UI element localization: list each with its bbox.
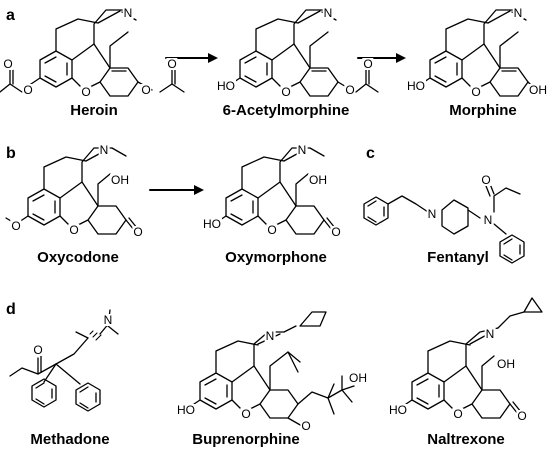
molecule-name-oxycodone: Oxycodone	[37, 249, 119, 266]
atom-label-ho: HO	[202, 217, 222, 231]
atom-label-o: O	[452, 407, 464, 421]
buprenorphine-structure	[193, 311, 355, 427]
atom-label-oh: OH	[110, 173, 130, 187]
atom-label-n: N	[322, 6, 334, 20]
panel-label-d: d	[6, 301, 16, 318]
atom-label-n: N	[98, 143, 110, 157]
atom-label-o: O	[132, 225, 144, 239]
atom-label-o: O	[2, 57, 14, 71]
atom-label-o: O	[480, 173, 492, 187]
atom-label-o: O	[166, 57, 178, 71]
atom-label-o: O	[68, 223, 80, 237]
oxymorphone-structure	[219, 147, 336, 235]
atom-label-n: N	[484, 327, 496, 341]
morphine-structure	[423, 9, 535, 97]
molecule-name-heroin: Heroin	[70, 102, 118, 119]
atom-label-o: O	[10, 219, 22, 233]
atom-label-o: O	[140, 83, 152, 97]
atom-label-o: O	[516, 409, 528, 423]
atom-label-o: O	[280, 85, 292, 99]
atom-label-o: O	[300, 419, 312, 433]
atom-label-oh: OH	[308, 173, 328, 187]
atom-label-o: O	[362, 57, 374, 71]
atom-label-o: O	[22, 83, 34, 97]
atom-label-o: O	[344, 83, 356, 97]
atom-label-o: O	[80, 85, 92, 99]
atom-label-o: O	[470, 85, 482, 99]
atom-label-n: N	[102, 313, 114, 327]
acetylmorphine-structure	[233, 9, 379, 97]
atom-label-o: O	[266, 223, 278, 237]
atom-label-ho: HO	[388, 403, 408, 417]
atom-label-ho: HO	[406, 79, 426, 93]
atom-label-n: N	[296, 143, 308, 157]
molecule-name-buprenorphine: Buprenorphine	[192, 431, 300, 448]
molecule-name-naltrexone: Naltrexone	[427, 431, 505, 448]
atom-label-ho: HO	[176, 403, 196, 417]
oxycodone-structure	[5, 147, 138, 235]
atom-label-n: N	[122, 6, 134, 20]
reaction-arrow-3	[149, 185, 204, 195]
molecule-name-methadone: Methadone	[30, 431, 110, 448]
atom-label-oh: OH	[348, 371, 368, 385]
naltrexone-structure	[405, 297, 543, 419]
atom-label-oh: OH	[496, 357, 516, 371]
fentanyl-structure	[363, 183, 525, 264]
panel-label-c: c	[366, 145, 375, 162]
atom-label-o: O	[32, 343, 44, 357]
molecule-name-acetylmorphine: 6-Acetylmorphine	[222, 102, 350, 119]
atom-label-o: O	[330, 225, 342, 239]
molecule-name-fentanyl: Fentanyl	[427, 249, 489, 266]
molecule-name-oxymorphone: Oxymorphone	[225, 249, 327, 266]
atom-label-n: N	[512, 6, 524, 20]
atom-label-n: N	[264, 329, 276, 343]
atom-label-ho: HO	[216, 79, 236, 93]
atom-label-n: N	[482, 213, 494, 227]
atom-label-n: N	[426, 207, 438, 221]
methadone-structure	[9, 309, 119, 412]
atom-label-oh: OH	[528, 83, 548, 97]
molecule-name-morphine: Morphine	[449, 102, 517, 119]
panel-label-a: a	[6, 7, 15, 24]
atom-label-o: O	[240, 407, 252, 421]
panel-label-b: b	[6, 145, 16, 162]
